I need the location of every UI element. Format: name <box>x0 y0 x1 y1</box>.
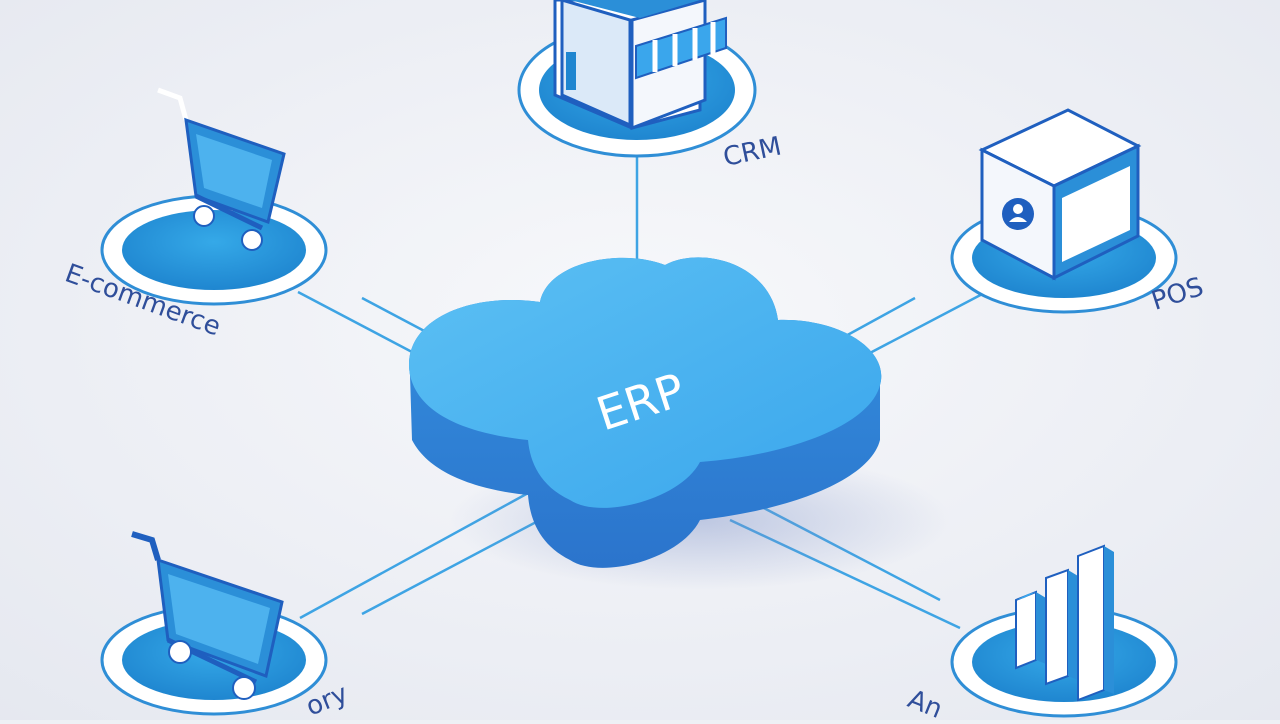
pos-terminal-icon <box>978 108 1142 281</box>
node-crm[interactable]: CRM <box>517 0 784 173</box>
connector-pos-b <box>867 288 991 356</box>
bar-chart-icon <box>1015 544 1114 702</box>
connector-pos-a <box>841 296 916 340</box>
node-analytics[interactable]: An <box>903 544 1178 724</box>
cloud-top <box>409 257 882 508</box>
storefront-icon <box>553 0 727 131</box>
shopping-cart-icon <box>131 531 284 700</box>
node-pos[interactable]: POS <box>950 108 1207 317</box>
connector-ecommerce-b <box>361 296 431 336</box>
erp-cloud-hub[interactable]: ERP <box>409 257 950 590</box>
connector-ecommerce-a <box>297 290 413 354</box>
shopping-cart-icon <box>157 87 286 251</box>
